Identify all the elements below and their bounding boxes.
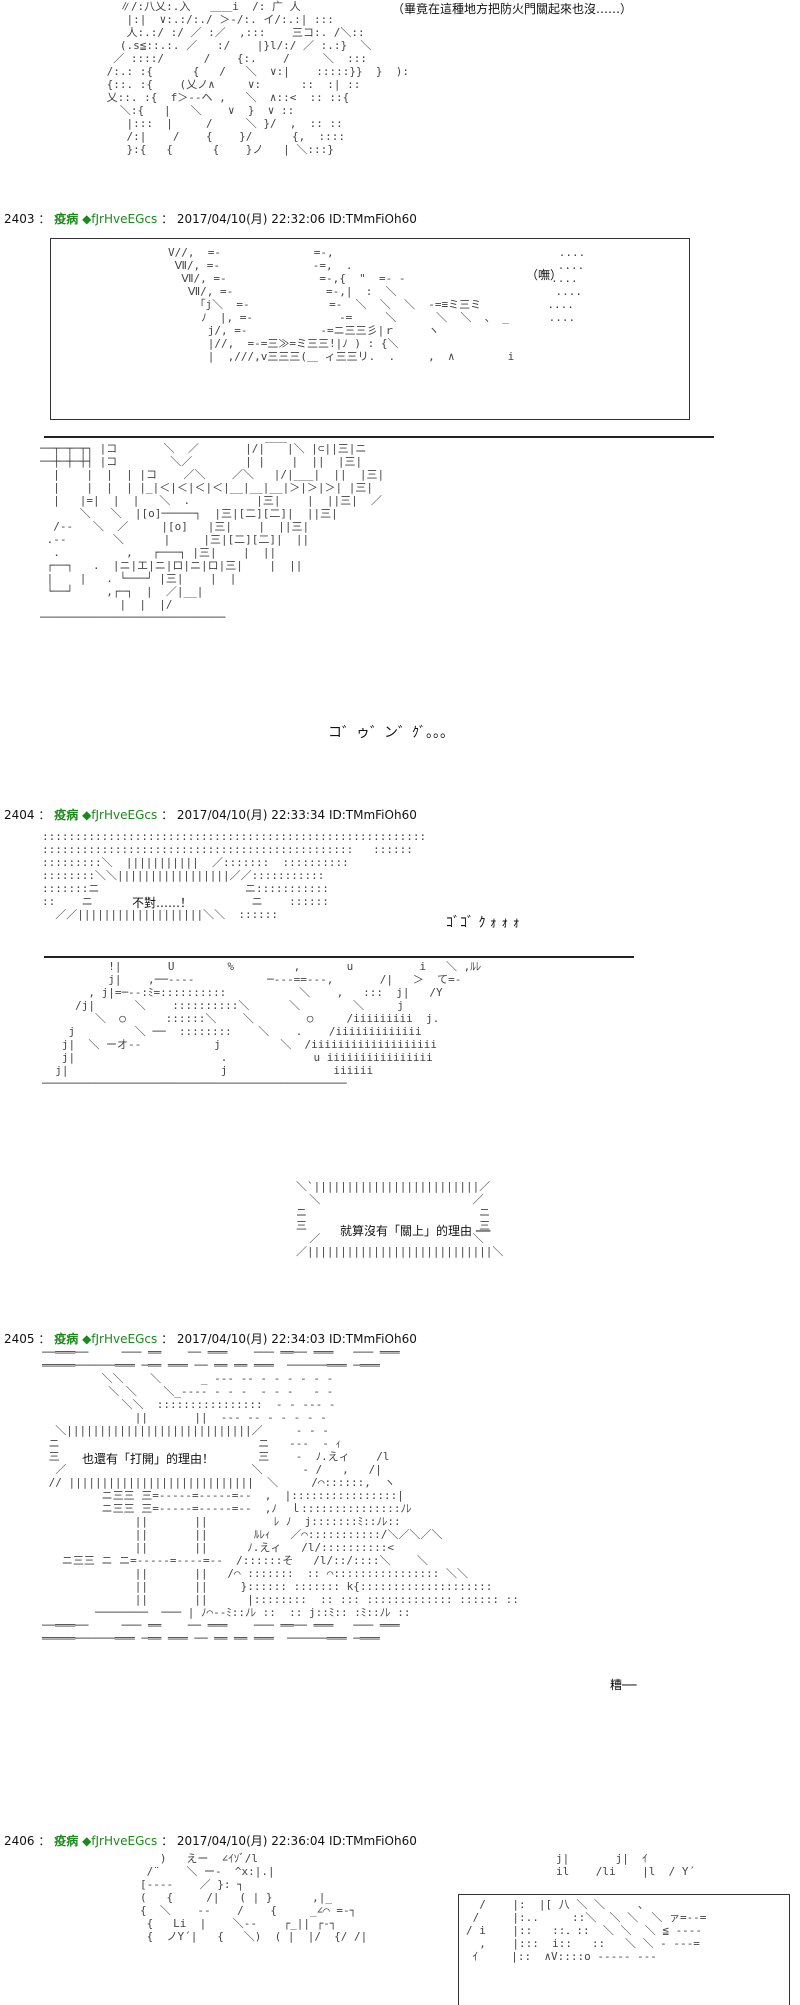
dialogue-cry: （嘸） (526, 268, 563, 282)
post-date: 2017/04/10(月) 22:33:34 ID:TMmFiOh60 (176, 808, 417, 822)
post-header-2405: 2405 ： 疫病 ◆fJrHveEGcs ： 2017/04/10(月) 22… (4, 1330, 417, 1348)
post-number: 2404 (4, 808, 35, 822)
post-number: 2406 (4, 1834, 35, 1848)
poster-trip: ◆fJrHveEGcs (82, 1332, 158, 1346)
post-date: 2017/04/10(月) 22:36:04 ID:TMmFiOh60 (176, 1834, 417, 1848)
post-date: 2017/04/10(月) 22:32:06 ID:TMmFiOh60 (176, 212, 417, 226)
post-separator: ： (161, 1332, 174, 1346)
panel-divider (44, 956, 634, 958)
post-header-2406: 2406 ： 疫病 ◆fJrHveEGcs ： 2017/04/10(月) 22… (4, 1832, 417, 1850)
poster-trip: ◆fJrHveEGcs (82, 808, 158, 822)
dialogue-reason-not-close: 就算沒有「關上」的理由 ── (340, 1224, 491, 1238)
post-separator: ： (161, 1834, 174, 1848)
panel-frame-2406 (458, 1894, 790, 2005)
poster-name: 疫病 (54, 1834, 79, 1848)
post-separator: ： (161, 212, 174, 226)
ascii-art-2403-panel: V//, =- =-, .... Ⅶ/, =- -=, . .... Ⅶ/, =… (168, 246, 586, 363)
post-header-2404: 2404 ： 疫病 ◆fJrHveEGcs ： 2017/04/10(月) 22… (4, 806, 417, 824)
ascii-art-2405: ──═══── ─── ══ ── ═══ ─── ══── ═══ ─── ═… (42, 1346, 519, 1645)
panel-frame-2403 (50, 238, 690, 420)
ascii-art-2406-left: ) えー ∠ｲｿﾞ/l /¨ ＼ ー‐ ^x:|.| [‐‐‐‐ ／ }: ┐ … (140, 1852, 368, 1943)
ascii-art-2406-right: j| j| ｲ il /li |l / Y´ (556, 1852, 696, 1878)
dialogue-groan: 糟── (610, 1678, 637, 1692)
ascii-art-2403-door: ──┬─┬─┬┐ |コ ＼ ／ |/|￣￣|＼ |⊂||三|ニ ──┼─┼─┼┤… (40, 442, 385, 624)
post-number: 2403 (4, 212, 35, 226)
dialogue-wrong: 不對……！ (132, 896, 193, 910)
post-separator: ： (38, 808, 51, 822)
post-number: 2405 (4, 1332, 35, 1346)
post-separator: ： (38, 212, 51, 226)
poster-trip: ◆fJrHveEGcs (82, 1834, 158, 1848)
sound-effect-open: コ゛ゥ゛ン゛ｸﾞ。。。 (328, 725, 454, 741)
ascii-art-2404-burst2: ＼`|||||||||||||||||||||||||／ ＼ ／ ニ ニ 三 三… (296, 1180, 504, 1258)
ascii-art-2404-burst: ::::::::::::::::::::::::::::::::::::::::… (42, 830, 427, 921)
poster-name: 疫病 (54, 808, 79, 822)
post-separator: ： (38, 1332, 51, 1346)
post-separator: ： (38, 1834, 51, 1848)
post-header-2403: 2403 ： 疫病 ◆fJrHveEGcs ： 2017/04/10(月) 22… (4, 210, 417, 228)
post-separator: ： (161, 808, 174, 822)
dialogue-reason-open: 也還有「打開」的理由！ (82, 1452, 215, 1466)
sound-effect-hit: ｺﾞｺﾞ ｸ ｫ ｫ ｫ (446, 915, 520, 931)
top-caption: （畢竟在這種地方把防火門關起來也沒……） (392, 2, 633, 16)
panel-divider (44, 436, 714, 438)
ascii-art-2404-fight: !| U % , u i ＼ ,ﾙﾚ j| ,──‐‐‐‐ ─‐‐‐==‐‐‐,… (42, 960, 482, 1090)
ascii-art-2406-panel: / |: |[ 八 ＼ ＼ ､ / |:.. ::＼ ＼ ＼ ＼ ァ=‐‐= /… (466, 1898, 707, 1963)
post-date: 2017/04/10(月) 22:34:03 ID:TMmFiOh60 (176, 1332, 417, 1346)
poster-trip: ◆fJrHveEGcs (82, 212, 158, 226)
poster-name: 疫病 (54, 212, 79, 226)
ascii-art-top: ∥/:八乂:.入 ＿＿i /: 广 人 |:| ∨:.:/:./ ＞‐/:. イ… (106, 0, 410, 156)
poster-name: 疫病 (54, 1332, 79, 1346)
